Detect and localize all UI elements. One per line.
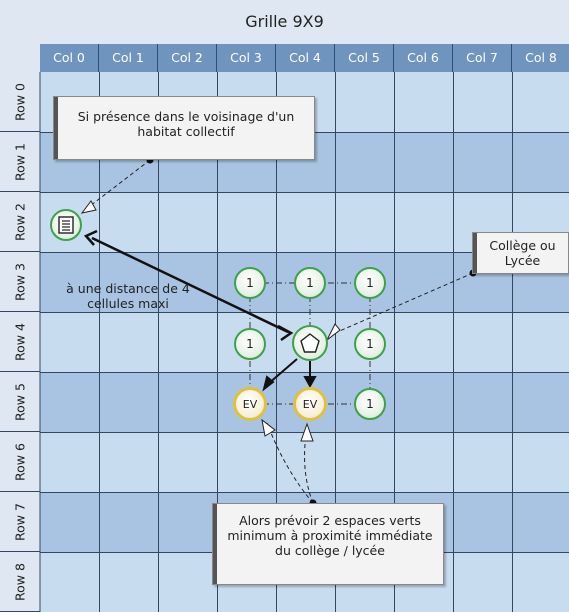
grid-cell[interactable] — [158, 432, 217, 492]
row-header-7: Row 7 — [0, 492, 40, 552]
grid-cell[interactable] — [40, 312, 99, 372]
grid-cell[interactable] — [158, 252, 217, 312]
column-header-1: Col 1 — [99, 44, 158, 72]
row-header-8: Row 8 — [0, 552, 40, 612]
column-header-3: Col 3 — [217, 44, 276, 72]
grid-cell[interactable] — [512, 432, 569, 492]
grid-cell[interactable] — [99, 192, 158, 252]
column-header-2: Col 2 — [158, 44, 217, 72]
note-college-text: Collège ou Lycée — [489, 238, 556, 268]
grid-cell[interactable] — [335, 72, 394, 132]
grid-cell[interactable] — [40, 372, 99, 432]
grid-cell[interactable] — [453, 312, 512, 372]
note-habitat-text: Si présence dans le voisinage d'un habit… — [77, 109, 295, 139]
grid-cell[interactable] — [40, 252, 99, 312]
grid-cell[interactable] — [453, 132, 512, 192]
grid-cell[interactable] — [335, 132, 394, 192]
column-header-4: Col 4 — [276, 44, 335, 72]
distance-arrow — [83, 229, 294, 342]
grid-cell[interactable] — [276, 432, 335, 492]
grid-cell[interactable] — [158, 552, 217, 612]
grid-cell[interactable] — [394, 132, 453, 192]
grid-cell[interactable] — [512, 552, 569, 612]
grid-cell[interactable] — [453, 372, 512, 432]
grid-cell[interactable] — [40, 432, 99, 492]
grid-cell[interactable] — [394, 372, 453, 432]
grid-cell[interactable] — [394, 312, 453, 372]
column-header-8: Col 8 — [512, 44, 569, 72]
row-header-2: Row 2 — [0, 192, 40, 252]
grid-cell[interactable] — [99, 312, 158, 372]
node-r3-c5[interactable]: 1 — [354, 267, 386, 299]
header-corner — [0, 44, 40, 72]
note-college-lycee: Collège ou Lycée — [472, 232, 569, 274]
grid-cell[interactable] — [394, 72, 453, 132]
grid-cell[interactable] — [217, 192, 276, 252]
grid-cell[interactable] — [158, 312, 217, 372]
grid-cell[interactable] — [453, 552, 512, 612]
grid-cell[interactable] — [512, 72, 569, 132]
note-bar — [473, 233, 477, 273]
ev-arrows — [262, 358, 317, 392]
note-habitat-collectif: Si présence dans le voisinage d'un habit… — [53, 96, 315, 160]
row-header-3: Row 3 — [0, 252, 40, 312]
grid-cell[interactable] — [394, 252, 453, 312]
callout-arrowheads — [80, 200, 341, 442]
grid-cell[interactable] — [453, 72, 512, 132]
row-header-1: Row 1 — [0, 132, 40, 192]
node-r4-c5[interactable]: 1 — [354, 328, 386, 360]
grid-cell[interactable] — [512, 492, 569, 552]
ev-node-r5-c4[interactable]: EV — [293, 387, 327, 421]
grid-cell[interactable] — [512, 312, 569, 372]
column-header-7: Col 7 — [453, 44, 512, 72]
grid-cell[interactable] — [217, 432, 276, 492]
grid-cell[interactable] — [335, 432, 394, 492]
grid-cell[interactable] — [99, 372, 158, 432]
note-bar — [213, 504, 217, 584]
grid-cell[interactable] — [40, 492, 99, 552]
column-header-6: Col 6 — [394, 44, 453, 72]
building-icon — [58, 216, 74, 234]
note-espaces-verts: Alors prévoir 2 espaces verts minimum à … — [212, 503, 444, 585]
distance-label: à une distance de 4 cellules maxi — [66, 281, 190, 311]
column-header-0: Col 0 — [40, 44, 99, 72]
row-header-5: Row 5 — [0, 372, 40, 432]
grid-cell[interactable] — [99, 252, 158, 312]
grid-cell[interactable] — [158, 372, 217, 432]
node-r3-c4[interactable]: 1 — [294, 267, 326, 299]
building-node[interactable] — [50, 209, 82, 241]
grid-cell[interactable] — [99, 432, 158, 492]
callout-lines — [89, 159, 474, 504]
grid-title: Grille 9X9 — [0, 0, 569, 44]
note-espaces-text: Alors prévoir 2 espaces verts minimum à … — [227, 513, 433, 558]
ev-node-r5-c3[interactable]: EV — [233, 387, 267, 421]
grid-cell[interactable] — [276, 192, 335, 252]
grid-cell[interactable] — [99, 552, 158, 612]
grid-cell[interactable] — [40, 552, 99, 612]
node-r4-c3[interactable]: 1 — [234, 328, 266, 360]
pentagon-node[interactable] — [292, 325, 328, 361]
column-header-5: Col 5 — [335, 44, 394, 72]
row-header-6: Row 6 — [0, 432, 40, 492]
grid-cell[interactable] — [453, 432, 512, 492]
row-header-4: Row 4 — [0, 312, 40, 372]
node-r3-c3[interactable]: 1 — [234, 267, 266, 299]
grid-cell[interactable] — [158, 192, 217, 252]
grid-cell[interactable] — [512, 372, 569, 432]
grid-cell[interactable] — [453, 492, 512, 552]
grid-cell[interactable] — [99, 492, 158, 552]
pentagon-icon — [300, 333, 320, 353]
grid-cell[interactable] — [394, 192, 453, 252]
grid-cell[interactable] — [394, 432, 453, 492]
grid-cell[interactable] — [335, 192, 394, 252]
note-bar — [54, 97, 58, 159]
row-header-0: Row 0 — [0, 72, 40, 132]
grid-cell[interactable] — [158, 492, 217, 552]
grid-cell[interactable] — [512, 132, 569, 192]
node-r5-c5[interactable]: 1 — [354, 388, 386, 420]
